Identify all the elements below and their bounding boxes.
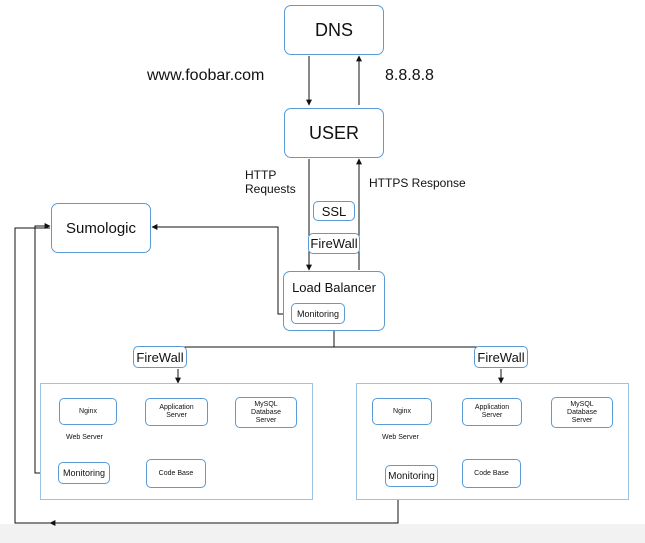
left-nginx-label: Nginx — [79, 407, 97, 415]
left-web-server-label: Web Server — [66, 434, 103, 441]
left-nginx-node: Nginx — [59, 398, 117, 425]
right-codebase-label: Code Base — [474, 469, 509, 477]
sumologic-node: Sumologic — [51, 203, 151, 253]
dns-node: DNS — [284, 5, 384, 55]
bottom-band — [0, 524, 645, 543]
right-mysql-node: MySQL Database Server — [551, 397, 613, 428]
domain-label: www.foobar.com — [147, 67, 265, 84]
right-codebase-node: Code Base — [462, 459, 521, 488]
ssl-node: SSL — [313, 201, 355, 221]
dns-label: DNS — [314, 19, 353, 40]
https-response-label: HTTPS Response — [369, 176, 466, 190]
user-label: USER — [308, 122, 359, 143]
sumologic-label: Sumologic — [65, 219, 137, 237]
right-mysql-label: MySQL Database Server — [567, 400, 597, 424]
right-monitoring-node: Monitoring — [385, 465, 438, 487]
left-mysql-label: MySQL Database Server — [251, 400, 281, 424]
left-app-server-label: Application Server — [159, 404, 194, 419]
user-node: USER — [284, 108, 384, 158]
right-nginx-label: Nginx — [393, 407, 411, 415]
firewall-left-label: FireWall — [136, 349, 184, 365]
lb-monitoring-label: Monitoring — [296, 308, 340, 319]
firewall-left-node: FireWall — [133, 346, 187, 368]
ssl-label: SSL — [321, 203, 347, 219]
left-codebase-node: Code Base — [146, 459, 206, 488]
right-monitoring-loop — [14, 227, 399, 524]
right-app-server-node: Application Server — [462, 398, 522, 426]
firewall-top-label: FireWall — [310, 236, 358, 251]
lb-monitoring-node: Monitoring — [291, 303, 345, 324]
firewall-right-node: FireWall — [474, 346, 528, 368]
left-monitoring-node: Monitoring — [58, 462, 110, 484]
firewall-top-node: FireWall — [308, 233, 360, 254]
right-nginx-node: Nginx — [372, 398, 432, 425]
left-app-server-node: Application Server — [145, 398, 208, 426]
left-monitoring-label: Monitoring — [62, 468, 106, 478]
right-monitoring-label: Monitoring — [388, 470, 435, 482]
right-app-server-label: Application Server — [474, 404, 510, 419]
http-requests-label: HTTP Requests — [245, 168, 296, 196]
left-codebase-label: Code Base — [158, 469, 194, 477]
ip-label: 8.8.8.8 — [385, 67, 434, 84]
load-balancer-label: Load Balancer — [292, 280, 376, 295]
lb-monitoring-to-sumologic-arrow — [151, 224, 291, 315]
right-web-server-label: Web Server — [382, 434, 419, 441]
firewall-right-label: FireWall — [477, 349, 525, 365]
left-mysql-node: MySQL Database Server — [235, 397, 297, 428]
